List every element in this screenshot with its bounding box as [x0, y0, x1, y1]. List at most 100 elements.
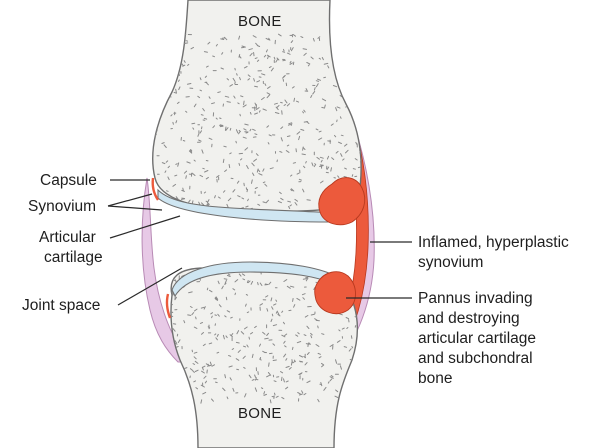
bone-stipple-mark [217, 280, 220, 285]
bone-stipple-mark [251, 353, 254, 358]
bone-stipple-mark [283, 104, 287, 106]
bone-stipple-mark [202, 391, 207, 395]
bone-stipple-mark [304, 315, 309, 318]
bone-stipple-mark [226, 203, 229, 208]
bone-stipple-mark [200, 399, 203, 404]
bone-stipple-mark [321, 362, 324, 366]
bone-stipple-mark [161, 69, 165, 72]
bone-stipple-mark [348, 348, 352, 352]
bone-stipple-mark [290, 174, 293, 177]
bone-stipple-mark [242, 355, 246, 359]
bone-stipple-mark [315, 344, 320, 347]
bone-stipple-mark [229, 127, 232, 131]
bone-stipple-mark [357, 84, 361, 86]
pannus-upper [318, 177, 366, 226]
bone-stipple-mark [314, 318, 319, 321]
bone-stipple-mark [232, 387, 235, 392]
bone-stipple-mark [290, 40, 294, 43]
bone-stipple-mark [262, 181, 266, 184]
bone-stipple-mark [232, 288, 236, 291]
bone-stipple-mark [173, 91, 177, 94]
bone-stipple-mark [228, 164, 231, 169]
bone-stipple-mark [193, 103, 197, 108]
bone-stipple-mark [342, 158, 345, 161]
bone-stipple-mark [257, 203, 261, 206]
bone-stipple-mark [229, 152, 232, 155]
pannus-line-1: Pannus invading [418, 290, 533, 307]
bone-stipple-mark [275, 395, 279, 398]
bone-stipple-mark [271, 306, 274, 310]
bone-stipple-mark [178, 86, 181, 91]
bone-stipple-mark [245, 205, 249, 208]
bone-stipple-mark [206, 65, 209, 68]
bone-stipple-mark [303, 109, 306, 113]
bone-stipple-mark [263, 54, 267, 58]
bone-stipple-mark [281, 396, 285, 400]
bone-stipple-mark [327, 65, 330, 69]
bone-stipple-mark [152, 38, 155, 43]
bone-stipple-mark [224, 279, 227, 284]
pannus-line-2: and destroying [418, 310, 520, 327]
bone-stipple-mark [326, 155, 330, 160]
bone-stipple-mark [352, 168, 356, 170]
bone-stipple-mark [280, 137, 283, 142]
bone-stipple-mark [191, 122, 196, 125]
bone-stipple-mark [356, 345, 358, 350]
bone-stipple-mark [208, 137, 213, 140]
bone-stipple-mark [323, 62, 329, 65]
bone-stipple-mark [318, 356, 322, 359]
bone-stipple-mark [172, 389, 176, 393]
bone-stipple-mark [173, 365, 178, 368]
bone-stipple-mark [317, 325, 319, 329]
bone-stipple-mark [305, 277, 309, 282]
bone-stipple-mark [285, 386, 289, 390]
bone-stipple-mark [254, 187, 258, 189]
bone-stipple-mark [292, 34, 296, 37]
bone-stipple-mark [243, 128, 247, 131]
bone-stipple-mark [298, 393, 303, 396]
bone-stipple-mark [286, 285, 291, 289]
bone-stipple-mark [224, 126, 227, 131]
bone-stipple-mark [256, 45, 261, 47]
bone-stipple-mark [257, 282, 259, 286]
pannus-line-5: bone [418, 370, 452, 387]
bone-stipple-mark [332, 85, 338, 88]
bone-stipple-mark [152, 61, 156, 65]
bone-stipple-mark [229, 377, 232, 381]
bone-stipple-mark [354, 316, 358, 318]
bone-stipple-mark [250, 281, 254, 285]
bone-stipple-mark [224, 95, 230, 98]
pannus-line-4: and subchondral [418, 350, 533, 367]
bone-stipple-mark [215, 117, 218, 120]
bone-stipple-mark [202, 167, 205, 170]
bone-stipple-mark [307, 64, 310, 67]
synovium-leader-2 [107, 205, 163, 211]
bone-top-label: BONE [238, 13, 282, 30]
bone-stipple-mark [154, 94, 156, 98]
bone-stipple-mark [243, 345, 246, 348]
bone-stipple-mark [254, 57, 258, 59]
bone-stipple-mark [176, 383, 180, 387]
bone-stipple-mark [237, 102, 240, 105]
bone-stipple-mark [203, 306, 206, 310]
bone-stipple-mark [356, 98, 360, 103]
bone-stipple-mark [276, 57, 280, 61]
bone-stipple-mark [242, 136, 247, 139]
bone-stipple-mark [323, 386, 327, 391]
bone-stipple-mark [174, 340, 177, 344]
bone-stipple-mark [290, 47, 294, 52]
bone-stipple-mark [335, 389, 339, 393]
bone-stipple-mark [315, 83, 319, 88]
bone-stipple-mark [321, 364, 325, 368]
bone-stipple-mark [152, 77, 156, 79]
bone-stipple-mark [339, 116, 342, 119]
bone-stipple-mark [235, 140, 237, 144]
bone-stipple-mark [206, 364, 212, 367]
bone-stipple-mark [225, 335, 228, 339]
bone-stipple-mark [304, 362, 308, 366]
bone-stipple-mark [248, 336, 250, 340]
bone-stipple-mark [227, 197, 232, 202]
bone-stipple-mark [171, 362, 174, 367]
bone-stipple-mark [301, 390, 304, 394]
bone-stipple-mark [359, 125, 362, 129]
